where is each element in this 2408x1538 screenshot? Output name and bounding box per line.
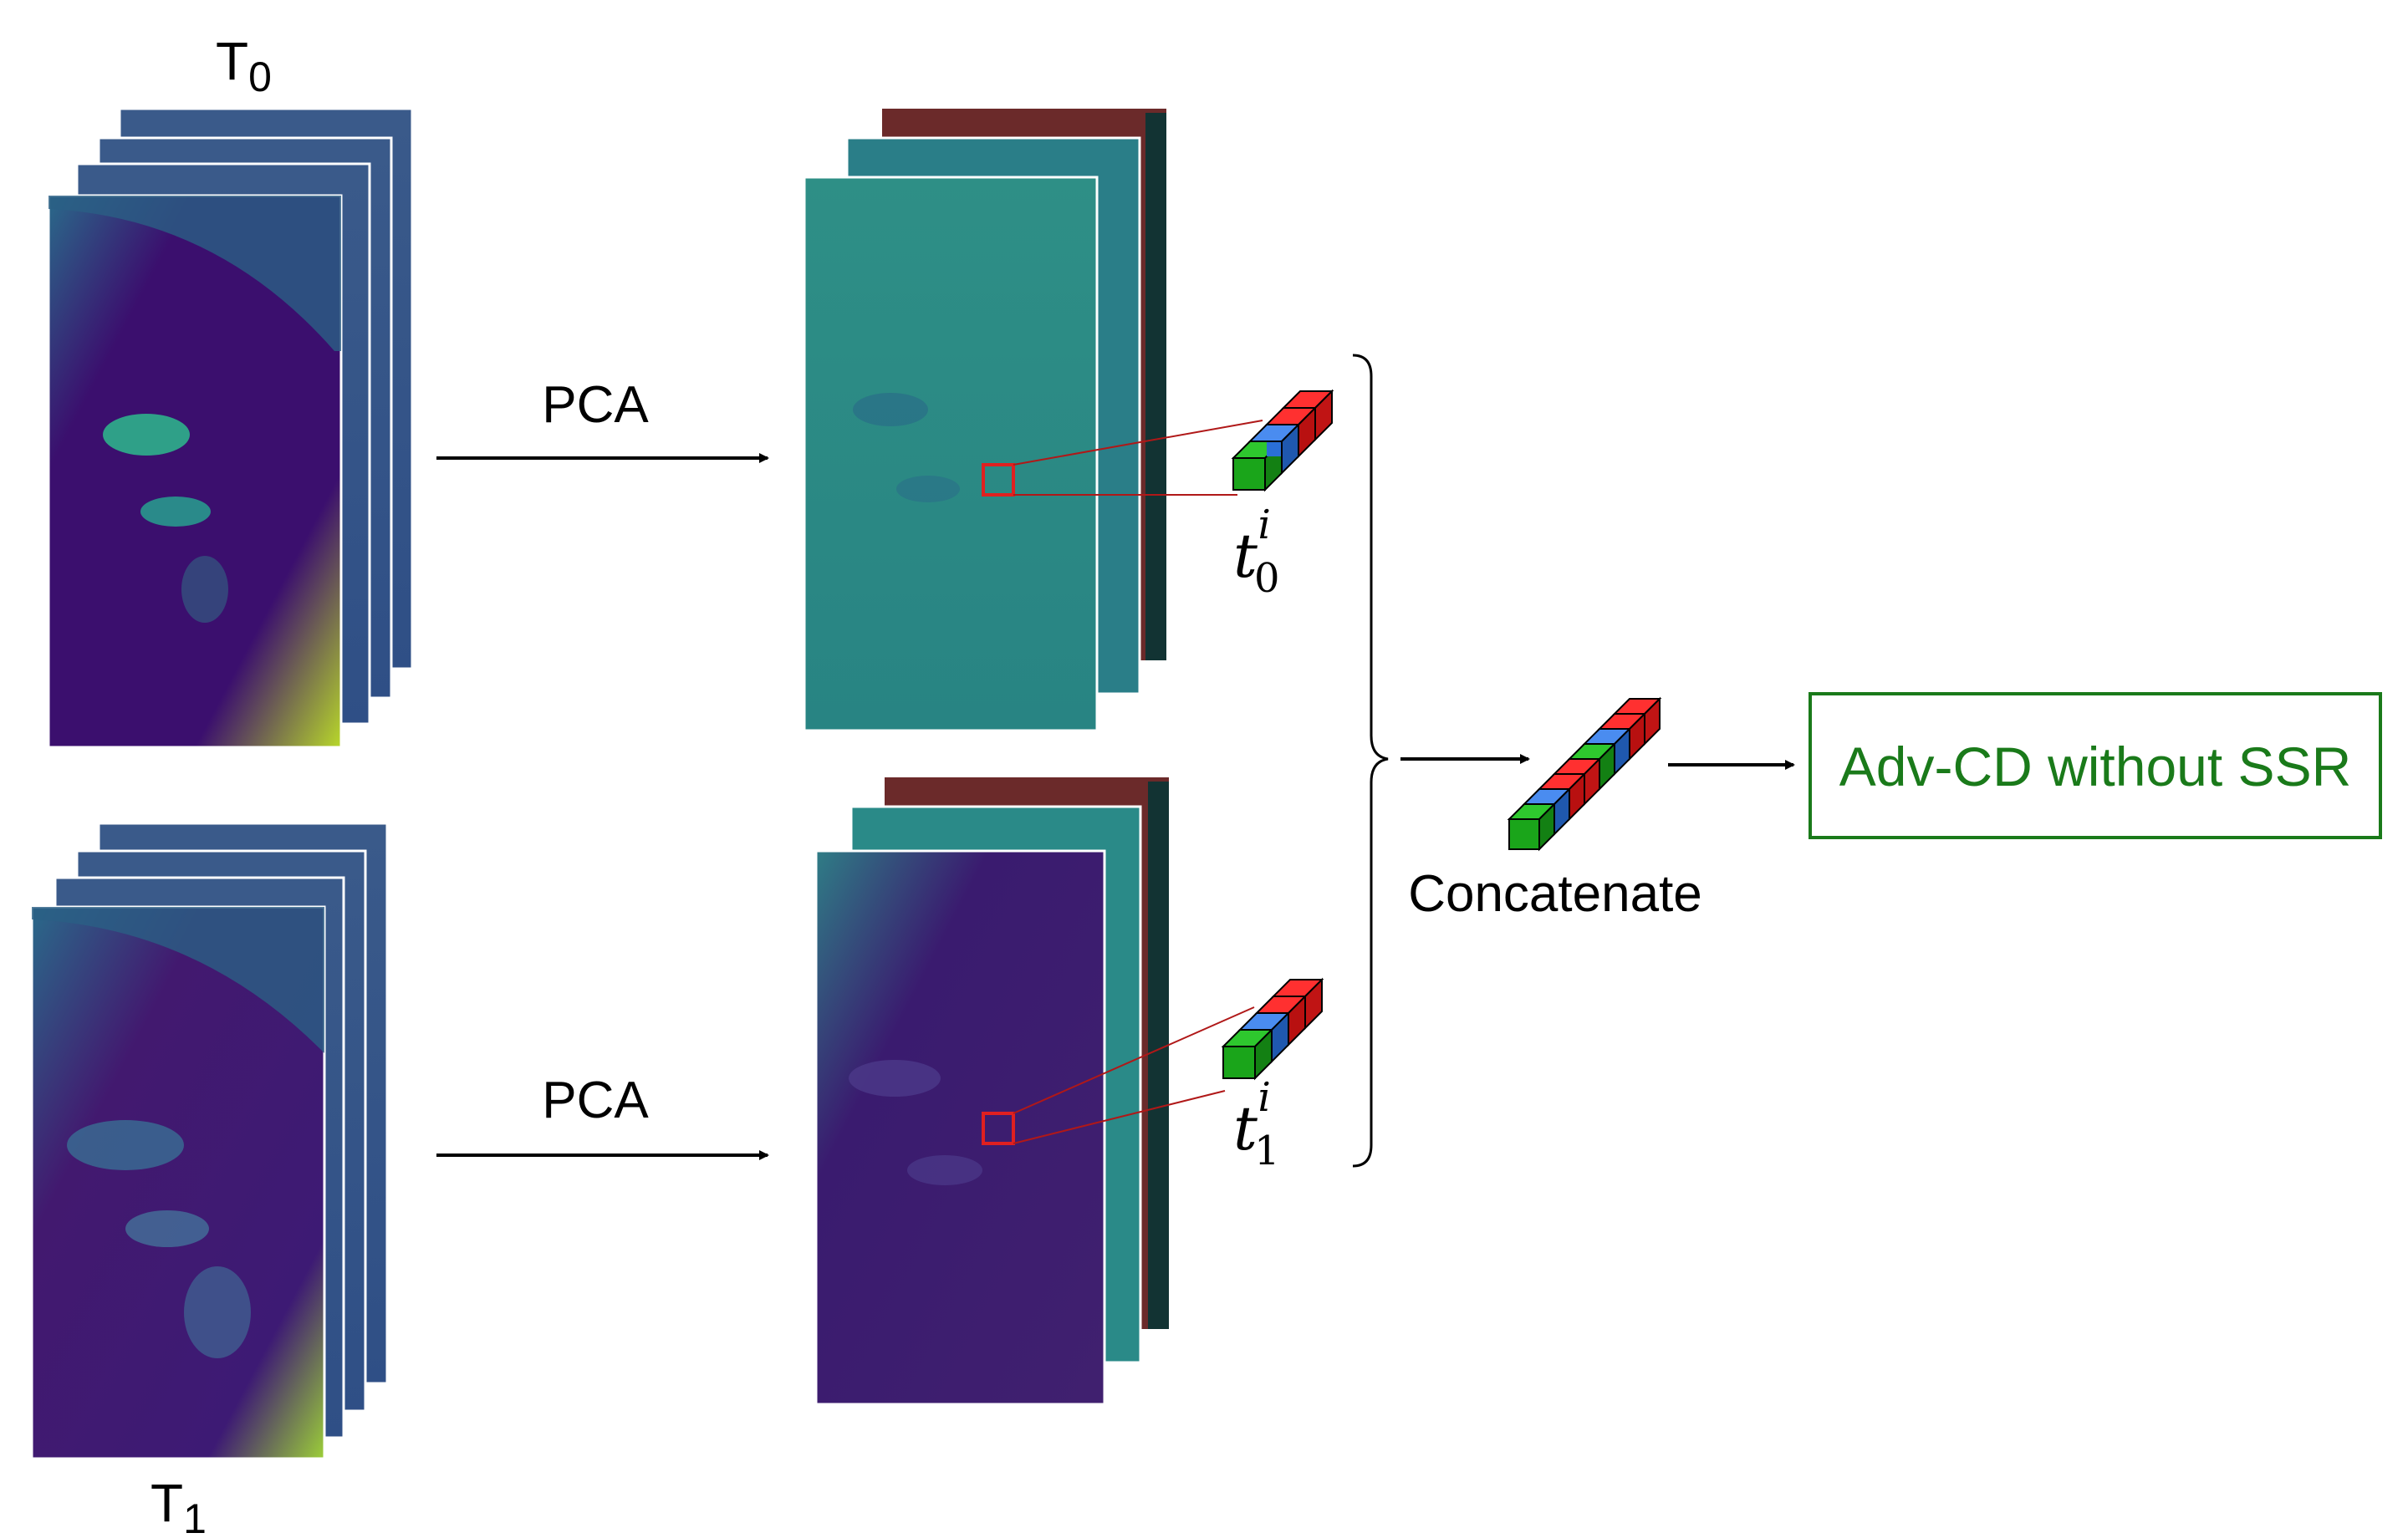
t0-land-area bbox=[48, 196, 341, 351]
output-box-border bbox=[1809, 692, 2382, 839]
pca-t0-island bbox=[853, 393, 928, 426]
cube-red-top bbox=[1271, 977, 1324, 1031]
cube-blue bbox=[1247, 422, 1301, 476]
t0-island bbox=[103, 414, 190, 456]
concatenate-label: Concatenate bbox=[1408, 865, 1702, 923]
t0-label: T0 bbox=[216, 31, 272, 100]
zoom-line-t0-top bbox=[1013, 420, 1263, 466]
t0-hyperspectral-stack bbox=[47, 107, 414, 749]
concatenated-vector bbox=[1507, 696, 1662, 852]
pca-t0-layer-front bbox=[803, 176, 1099, 732]
concat-cube-6 bbox=[1582, 726, 1632, 777]
cube-red-top bbox=[1281, 389, 1334, 442]
t1-hyperspectral-stack bbox=[30, 822, 389, 1460]
pca-t1-highlight-box bbox=[982, 1112, 1015, 1145]
t0-island-2 bbox=[140, 497, 211, 527]
vector-label-t1: t1i bbox=[1233, 1074, 1279, 1174]
pca-t0-layer-back-edge bbox=[1145, 113, 1166, 660]
concat-cube-1 bbox=[1507, 802, 1557, 852]
cube-green bbox=[1221, 1027, 1274, 1081]
pca-t1-stack bbox=[814, 777, 1169, 1406]
pca-t0-island-2 bbox=[896, 476, 960, 502]
vector-cube-t0 bbox=[1231, 389, 1334, 492]
pca-label-top: PCA bbox=[542, 376, 649, 434]
zoom-line-t1-bottom bbox=[1013, 1090, 1226, 1144]
t1-island-2 bbox=[125, 1210, 209, 1247]
pca-t1-island-2 bbox=[907, 1155, 982, 1185]
pca-t1-layer-front bbox=[814, 849, 1106, 1406]
t1-island bbox=[67, 1120, 184, 1170]
t1-island-3 bbox=[184, 1266, 251, 1358]
merge-brace bbox=[1352, 354, 1389, 1168]
t1-land-area bbox=[32, 907, 324, 1053]
t0-island-3 bbox=[181, 556, 228, 623]
t1-label: T1 bbox=[150, 1473, 207, 1538]
pca-t0-highlight-box bbox=[982, 463, 1015, 497]
pca-t1-island bbox=[849, 1060, 941, 1097]
output-label: Adv-CD without SSR bbox=[1839, 736, 2352, 797]
concat-cube-8 bbox=[1612, 696, 1662, 746]
concat-cube-2 bbox=[1522, 787, 1572, 837]
vector-label-t0: t0i bbox=[1233, 502, 1279, 602]
output-box: Adv-CD without SSR bbox=[1809, 692, 2382, 839]
zoom-line-t1-top bbox=[1013, 1006, 1255, 1114]
pca-t0-stack bbox=[803, 109, 1166, 732]
vector-cube-t1 bbox=[1221, 977, 1324, 1081]
pca-t1-layer-back-edge bbox=[1148, 782, 1169, 1329]
concat-cube-4 bbox=[1552, 756, 1602, 807]
pca-label-bottom: PCA bbox=[542, 1072, 649, 1129]
